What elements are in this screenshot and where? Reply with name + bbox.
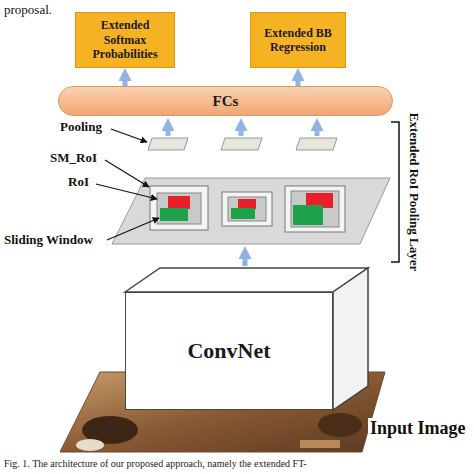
leader-arrow: [111, 129, 147, 142]
cube-top-face: [125, 268, 368, 292]
up-arrow: [315, 131, 320, 136]
fc-layer: FCs: [58, 86, 393, 116]
up-arrow: [239, 131, 244, 136]
bracket-label: Extended RoI Pooling Layer: [406, 113, 422, 272]
roi-group: [222, 192, 272, 226]
image-label: Input Image: [368, 418, 468, 440]
pooling-output: [221, 138, 262, 150]
figure-caption: Fig. 1. The architecture of our proposed…: [4, 458, 307, 469]
bracket: [391, 122, 399, 262]
part-label: SM_RoI: [50, 150, 97, 166]
leader-arrow: [96, 184, 157, 199]
up-arrow: [166, 131, 171, 136]
part-label: Pooling: [60, 119, 102, 135]
box-text: ConvNet: [187, 338, 270, 364]
output-box: Extended Softmax Probabilities: [75, 12, 175, 68]
up-arrow: [243, 259, 248, 266]
cube-side-face: [333, 268, 368, 410]
box-text: FCs: [213, 93, 239, 110]
part-label: Sliding Window: [4, 232, 93, 248]
feature-map: [112, 178, 390, 244]
box-text: Extended Softmax Probabilities: [81, 18, 169, 61]
pooling-output: [148, 138, 188, 150]
cut-text: proposal.: [4, 2, 52, 18]
pooling-output: [296, 138, 337, 150]
leader-arrow: [105, 160, 149, 187]
roi-group: [150, 186, 208, 230]
convnet-box: ConvNet: [125, 292, 333, 410]
part-label: RoI: [68, 174, 89, 190]
output-box: Extended BB Regression: [250, 12, 346, 68]
roi-group: [285, 186, 345, 232]
leader-arrow: [107, 218, 159, 240]
box-text: Extended BB Regression: [256, 26, 340, 55]
